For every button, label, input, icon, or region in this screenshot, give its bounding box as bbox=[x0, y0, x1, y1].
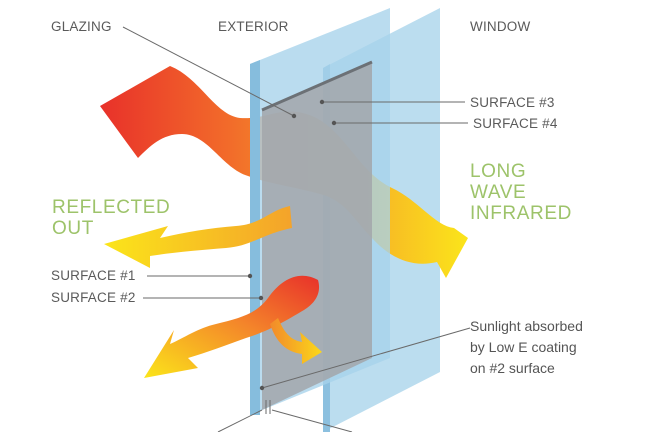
glazing-leader bbox=[122, 26, 295, 117]
reflected-out-label: REFLECTED OUT bbox=[52, 197, 170, 239]
glazing-label: GLAZING bbox=[51, 19, 112, 34]
surface1-label: SURFACE #1 bbox=[51, 268, 136, 283]
long-wave-infrared-label: LONG WAVE INFRARED bbox=[470, 161, 572, 224]
exterior-label: EXTERIOR bbox=[218, 19, 289, 34]
leader-lines bbox=[122, 26, 471, 432]
reflected-out-arrow bbox=[104, 206, 292, 268]
low-e-coating bbox=[262, 62, 372, 410]
exterior-glass-pane bbox=[250, 8, 390, 415]
surface2-label: SURFACE #2 bbox=[51, 290, 136, 305]
sunlight-absorbed-note: Sunlight absorbed by Low E coating on #2… bbox=[470, 316, 583, 379]
leader-dots bbox=[247, 99, 337, 391]
absorbed-line1: Sunlight absorbed bbox=[470, 318, 583, 334]
absorbed-heat-outward-arrow bbox=[144, 275, 320, 378]
longwave-line3: INFRARED bbox=[470, 203, 572, 224]
reflected-line1: REFLECTED bbox=[52, 197, 171, 218]
longwave-line2: WAVE bbox=[470, 182, 527, 203]
surface3-label: SURFACE #3 bbox=[470, 95, 555, 110]
absorbed-leader bbox=[261, 327, 471, 389]
absorbed-heat-inward-arrow bbox=[270, 318, 322, 364]
window-label: WINDOW bbox=[470, 19, 531, 34]
surface4-label: SURFACE #4 bbox=[473, 116, 558, 131]
reflected-line2: OUT bbox=[52, 218, 94, 239]
longwave-line1: LONG bbox=[470, 161, 527, 182]
absorbed-line2: by Low E coating bbox=[470, 339, 577, 355]
absorbed-line3: on #2 surface bbox=[470, 360, 555, 376]
